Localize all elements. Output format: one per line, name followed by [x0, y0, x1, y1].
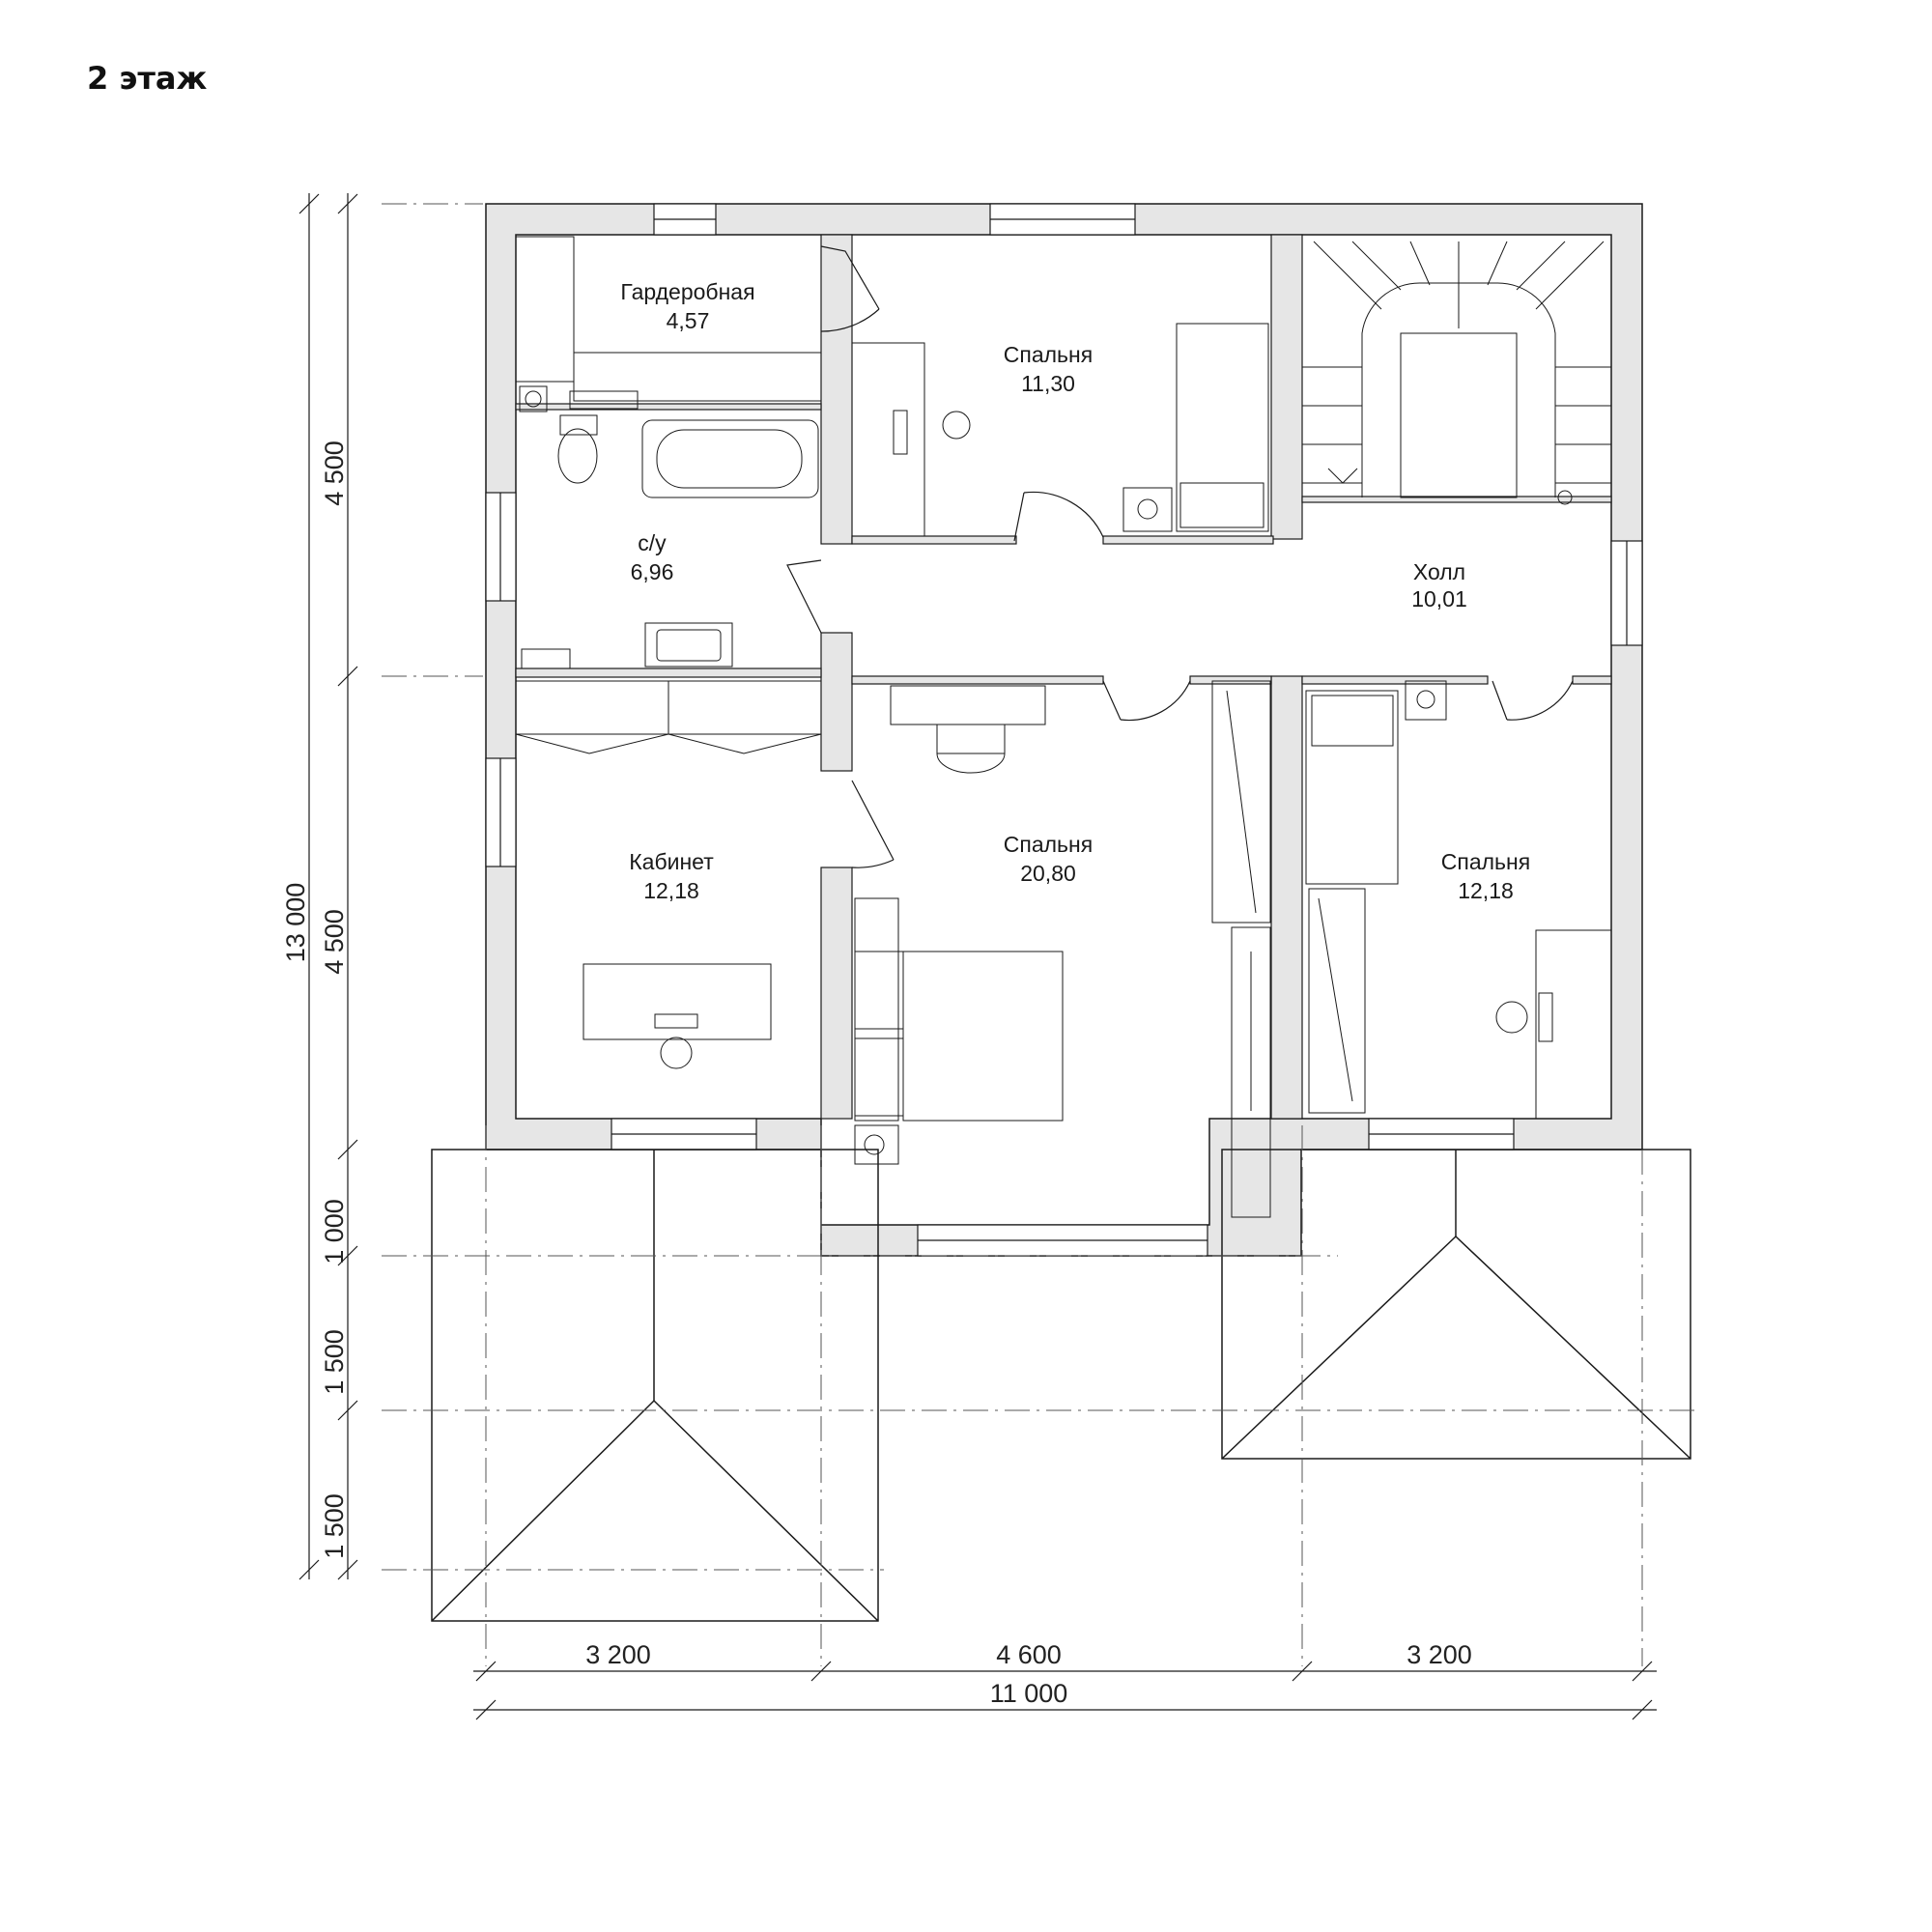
dim-horizontal-3: 3 200 [1406, 1640, 1472, 1669]
staircase [1302, 241, 1611, 505]
windows [485, 203, 1643, 1257]
roofs [431, 1149, 1691, 1622]
room-name-bedroom-3: Спальня [1441, 849, 1530, 874]
room-name-bedroom-2: Спальня [1004, 832, 1093, 857]
dim-horizontal-total: 11 000 [990, 1679, 1068, 1708]
room-area-hall: 10,01 [1411, 586, 1467, 611]
room-area-bedroom-2: 20,80 [1020, 861, 1076, 886]
dim-horizontal-1: 3 200 [585, 1640, 651, 1669]
axis-lines [382, 203, 1700, 1666]
dim-vertical-5: 1 500 [320, 1493, 349, 1559]
dim-vertical-4: 1 500 [320, 1329, 349, 1395]
room-area-bedroom-3: 12,18 [1458, 878, 1514, 903]
room-area-office: 12,18 [643, 878, 699, 903]
room-area-bedroom-1: 11,30 [1021, 371, 1075, 396]
dimension-lines [298, 193, 1657, 1720]
dim-vertical-3: 1 000 [320, 1199, 349, 1264]
room-name-hall: Холл [1413, 559, 1465, 584]
dim-vertical-1: 4 500 [320, 440, 349, 506]
room-name-office: Кабинет [629, 849, 714, 874]
floor-title: 2 этаж [87, 60, 208, 97]
dim-vertical-2: 4 500 [320, 909, 349, 975]
room-area-wardrobe: 4,57 [667, 308, 710, 333]
dim-vertical-total: 13 000 [281, 883, 310, 963]
doors [786, 245, 1574, 868]
dim-horizontal-2: 4 600 [996, 1640, 1062, 1669]
room-name-bedroom-1: Спальня [1004, 342, 1093, 367]
room-name-bathroom: с/у [638, 530, 667, 555]
room-labels: Гардеробная 4,57 Спальня 11,30 с/у 6,96 … [620, 279, 1530, 903]
room-name-wardrobe: Гардеробная [620, 279, 754, 304]
dimension-labels: 4 500 4 500 1 000 1 500 1 500 13 000 3 2… [281, 440, 1472, 1708]
furniture [515, 236, 1612, 1218]
room-area-bathroom: 6,96 [631, 559, 674, 584]
